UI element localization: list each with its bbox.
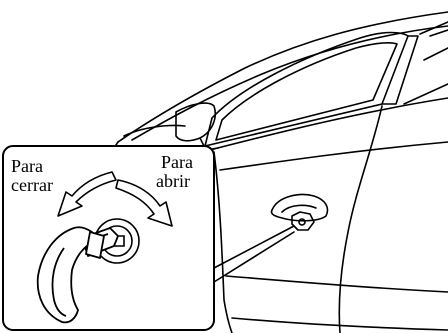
close-label-line2: cerrar [11,176,53,194]
close-label-line1: Para [11,157,43,175]
callout-line-bottom [214,232,294,282]
side-mirror [176,103,215,141]
lower-character-line [226,276,448,292]
roof-line-inner [132,26,448,140]
belt-line [210,98,448,150]
door-handle [271,195,327,221]
door-rear-edge [339,106,382,333]
b-pillar [382,36,418,104]
callout-line-top [214,226,294,268]
open-label-line1: Para [161,153,193,171]
character-line [220,142,448,170]
rear-window [404,30,448,104]
door-handle-inner [282,205,316,212]
open-label-line2: abrir [156,172,190,190]
door-front-edge [214,152,232,333]
handle-lock-center [299,219,305,225]
